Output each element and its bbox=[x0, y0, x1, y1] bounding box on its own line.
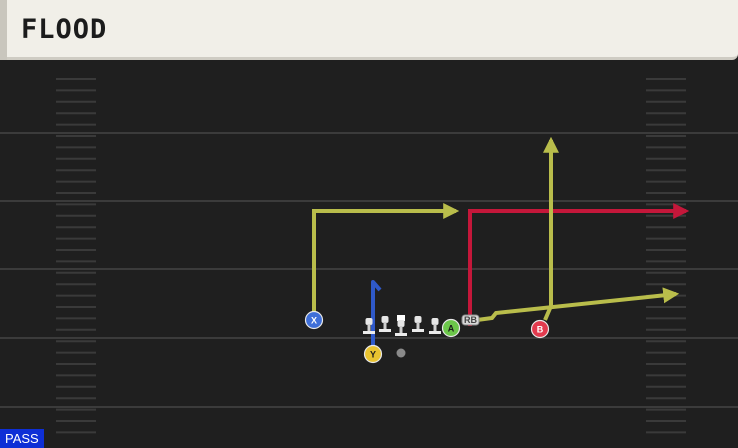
route-x-out bbox=[312, 203, 460, 318]
center-snap-marker bbox=[397, 315, 405, 321]
player-rb[interactable]: RB bbox=[461, 314, 480, 326]
player-b[interactable]: B bbox=[530, 319, 550, 339]
play-header: FLOOD bbox=[0, 0, 738, 60]
player-x[interactable]: X bbox=[304, 310, 324, 330]
player-a[interactable]: A bbox=[441, 318, 461, 338]
hash-marks bbox=[56, 78, 686, 434]
player-y-label: Y bbox=[370, 350, 376, 360]
player-y[interactable]: Y bbox=[363, 344, 383, 364]
field-surface bbox=[0, 62, 738, 448]
offensive-line bbox=[363, 315, 441, 336]
player-b-label: B bbox=[537, 325, 544, 335]
player-x-label: X bbox=[311, 316, 317, 326]
play-title: FLOOD bbox=[21, 14, 108, 45]
player-a-label: A bbox=[448, 324, 455, 334]
route-a-corner bbox=[468, 203, 690, 326]
yard-lines bbox=[0, 132, 738, 408]
play-type-badge: PASS bbox=[0, 429, 44, 448]
header-accent bbox=[0, 0, 7, 60]
route-y-block bbox=[371, 280, 382, 350]
play-field[interactable]: RB X Y A B bbox=[0, 62, 738, 448]
route-rb-flat bbox=[476, 287, 680, 322]
quarterback-marker-icon[interactable] bbox=[396, 348, 406, 358]
player-rb-label: RB bbox=[464, 315, 477, 325]
